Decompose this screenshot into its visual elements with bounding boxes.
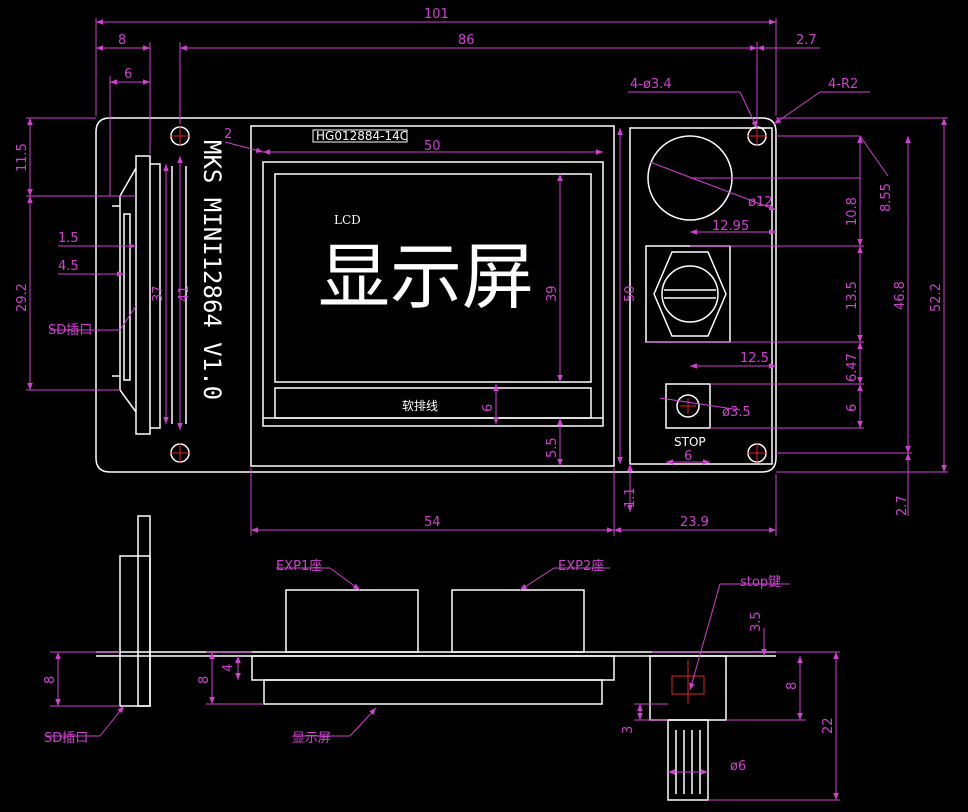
dim-1-1: 1.1	[623, 487, 638, 508]
front-labels: MKS MINI12864 V1.0 HG012884-14C LCD 显示屏 …	[48, 129, 706, 449]
side-sd-label: SD插口	[44, 731, 88, 746]
exp1-label: EXP1座	[276, 559, 322, 574]
dim-8-55: 8.55	[879, 183, 894, 212]
stop-key-label: stop键	[740, 575, 781, 590]
dim-side-8-left: 8	[43, 676, 58, 684]
dim-3-5: ø3.5	[722, 405, 751, 420]
dim-side-8-right: 8	[785, 682, 800, 690]
dim-hole: 4-ø3.4	[630, 77, 672, 92]
display-side	[251, 655, 615, 681]
dim-39: 39	[545, 285, 560, 302]
dim-11-5: 11.5	[15, 143, 30, 172]
dim-4-5: 4.5	[58, 259, 79, 274]
encoder-knob	[661, 265, 719, 323]
sd-slot-label: SD插口	[48, 323, 92, 338]
dim-6-47: 6.47	[845, 353, 860, 382]
dim-2-7: 2.7	[796, 33, 817, 48]
front-view	[95, 117, 777, 473]
side-dimensions	[46, 567, 840, 801]
sd-slot-side	[119, 555, 151, 707]
dim-side-4: 4	[221, 664, 236, 672]
exp1-connector	[285, 589, 419, 653]
dim-37: 37	[151, 285, 166, 302]
lcd-title: 显示屏	[318, 235, 534, 319]
dim-12-5: 12.5	[740, 351, 769, 366]
dim-8: 8	[118, 33, 126, 48]
side-details	[671, 660, 705, 704]
dim-side-3: 3	[621, 726, 636, 734]
lcd-active-area	[274, 173, 592, 383]
exp2-label: EXP2座	[558, 559, 604, 574]
silkscreen-text: MKS MINI12864 V1.0	[198, 140, 226, 400]
dim-13-5: 13.5	[845, 281, 860, 310]
dimension-labels: 101 86 8 6 2.7 4-ø3.4 4-R2 2 50 11.5 1.5…	[15, 7, 944, 530]
dim-10-8: 10.8	[845, 197, 860, 226]
dim-46-8: 46.8	[893, 281, 908, 310]
dim-side-22: 22	[821, 717, 836, 734]
center-marks	[170, 126, 767, 463]
dim-101: 101	[424, 7, 449, 22]
encoder-nut	[653, 251, 727, 337]
dim-side-8-display: 8	[197, 676, 212, 684]
stop-label: STOP	[674, 435, 706, 449]
dim-29-2: 29.2	[15, 283, 30, 312]
dim-6-ribbon: 6	[481, 404, 496, 412]
dim-12: ø12	[748, 195, 773, 210]
lcd-model: HG012884-14C	[316, 129, 408, 143]
dim-5-5: 5.5	[545, 437, 560, 458]
side-display-label: 显示屏	[292, 731, 331, 746]
dim-6-stop-v: 6	[845, 404, 860, 412]
dim-23-9: 23.9	[680, 515, 709, 530]
dim-86: 86	[458, 33, 475, 48]
dim-54: 54	[424, 515, 441, 530]
dim-41: 41	[177, 285, 192, 302]
front-dimensions	[26, 18, 948, 536]
ribbon-label: 软排线	[402, 399, 438, 413]
dim-12-95: 12.95	[712, 219, 749, 234]
side-labels: EXP1座 EXP2座 stop键 SD插口 显示屏 8 8 4 3.5 8 3…	[43, 559, 836, 774]
side-view	[96, 515, 776, 801]
dim-50: 50	[424, 139, 441, 154]
dim-50-vertical: 50	[623, 285, 638, 302]
dim-1-5: 1.5	[58, 231, 79, 246]
sd-slot	[112, 155, 151, 435]
dim-52-2: 52.2	[929, 283, 944, 312]
exp2-connector	[451, 589, 585, 653]
dim-side-6: ø6	[730, 759, 746, 774]
lcd-frame	[250, 125, 615, 467]
dim-side-3-5: 3.5	[749, 611, 764, 632]
dim-2-7-bottom: 2.7	[895, 495, 910, 516]
dim-6: 6	[124, 67, 132, 82]
dim-2: 2	[224, 127, 232, 142]
dim-radius: 4-R2	[828, 77, 858, 92]
lcd-label: LCD	[334, 213, 361, 227]
dim-6-stop-h: 6	[684, 449, 692, 464]
